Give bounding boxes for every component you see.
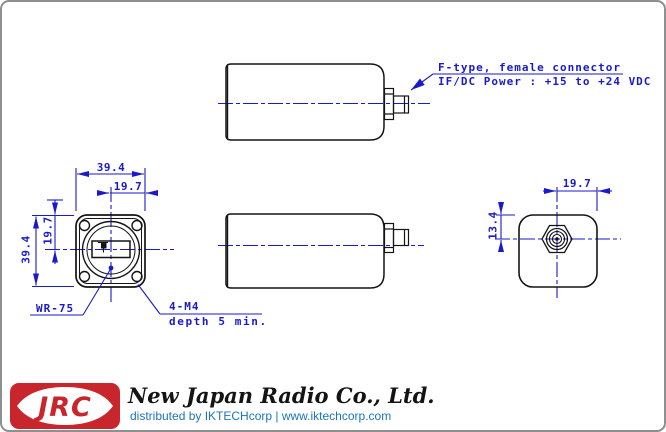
jrc-logo-text: JRC [33,392,92,423]
dimension-lines [32,168,612,288]
mounting-label: 4-M4 [169,300,200,313]
dim-front-height: 39.4 [19,235,33,264]
waveguide-label: WR-75 [36,302,75,315]
dim-front-width: 39.4 [96,161,126,174]
dim-front-half-width: 19.7 [113,180,143,193]
side-view-bottom [225,213,410,289]
distributor-line: distributed by IKTECHcorp | www.iktechco… [130,409,392,423]
connector-note-line2: IF/DC Power : +15 to +24 VDC [438,75,652,88]
front-view [75,214,146,288]
jrc-logo: JRC [10,383,120,429]
mounting-note: depth 5 min. [169,315,268,328]
side-view-top [225,63,410,141]
dim-front-half-height: 19.7 [41,216,55,245]
leader-lines [30,73,623,316]
dim-rear-connector-offset: 13.4 [486,211,500,240]
f-connector-side-bottom [383,222,410,254]
centerlines [45,102,621,304]
waveguide-aperture [91,240,131,259]
mounting-holes [78,219,143,283]
company-name: New Japan Radio Co., Ltd. [128,383,435,408]
dim-rear-half-width: 19.7 [562,177,592,190]
f-connector-rear [541,224,573,254]
connector-note-line1: F-type, female connector [438,61,621,74]
rear-view [518,214,598,288]
f-connector-side-top [383,87,410,121]
